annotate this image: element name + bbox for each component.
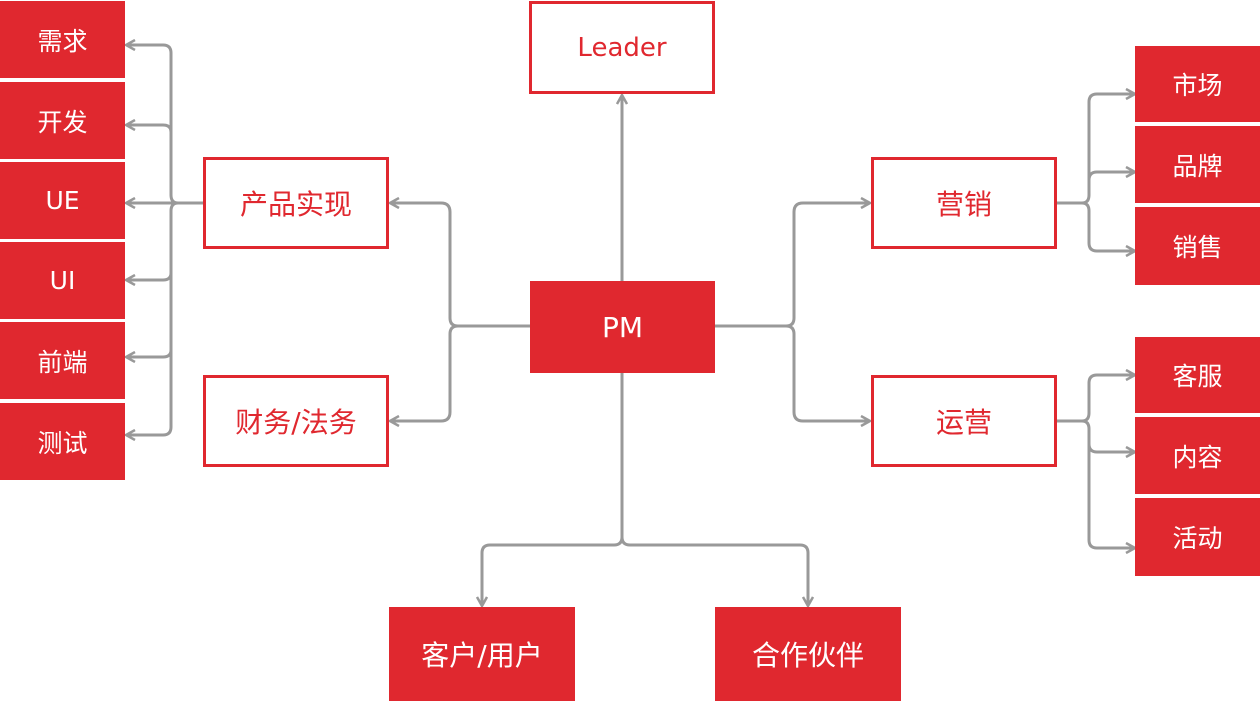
connector-marketing-ch3 bbox=[1081, 201, 1135, 251]
connector-product-ch4b bbox=[126, 272, 173, 280]
connector-operations-ch1 bbox=[1081, 375, 1135, 423]
marketing-child-node[interactable]: 品牌 bbox=[1135, 126, 1260, 203]
operations-child-node[interactable]: 活动 bbox=[1135, 498, 1260, 576]
connector-marketing-ch2 bbox=[1087, 172, 1135, 181]
operations-node[interactable]: 运营 bbox=[871, 375, 1057, 467]
marketing-child-node[interactable]: 销售 bbox=[1135, 207, 1260, 285]
connector-bottom-partners bbox=[620, 536, 808, 606]
finance-legal-node[interactable]: 财务/法务 bbox=[203, 375, 389, 467]
product-child-node[interactable]: 前端 bbox=[0, 322, 125, 399]
product-child-node[interactable]: 测试 bbox=[0, 403, 125, 480]
customers-node[interactable]: 客户/用户 bbox=[389, 607, 575, 701]
operations-child-node[interactable]: 内容 bbox=[1135, 417, 1260, 494]
pm-node[interactable]: PM bbox=[530, 281, 715, 373]
product-child-node[interactable]: 开发 bbox=[0, 82, 125, 159]
leader-node[interactable]: Leader bbox=[529, 1, 715, 94]
product-node[interactable]: 产品实现 bbox=[203, 157, 389, 249]
connector-marketing-ch1 bbox=[1081, 94, 1135, 205]
connector-product-ch5 bbox=[126, 349, 173, 357]
product-child-node[interactable]: UE bbox=[0, 162, 125, 239]
connector-bottom-customers bbox=[482, 536, 624, 606]
product-child-node[interactable]: UI bbox=[0, 242, 125, 319]
connector-right-marketing bbox=[785, 203, 870, 328]
connector-product-ch2 bbox=[126, 125, 173, 133]
marketing-node[interactable]: 营销 bbox=[871, 157, 1057, 249]
connector-left-product bbox=[390, 203, 459, 328]
operations-child-node[interactable]: 客服 bbox=[1135, 337, 1260, 413]
connector-operations-ch2b bbox=[1087, 443, 1135, 452]
product-child-node[interactable]: 需求 bbox=[0, 1, 125, 78]
connector-right-operations bbox=[785, 324, 870, 421]
connector-operations-ch2 bbox=[1081, 419, 1135, 548]
marketing-child-node[interactable]: 市场 bbox=[1135, 46, 1260, 122]
connector-left-finance bbox=[390, 324, 459, 421]
connector-product-ch4 bbox=[126, 201, 179, 435]
partners-node[interactable]: 合作伙伴 bbox=[715, 607, 901, 701]
